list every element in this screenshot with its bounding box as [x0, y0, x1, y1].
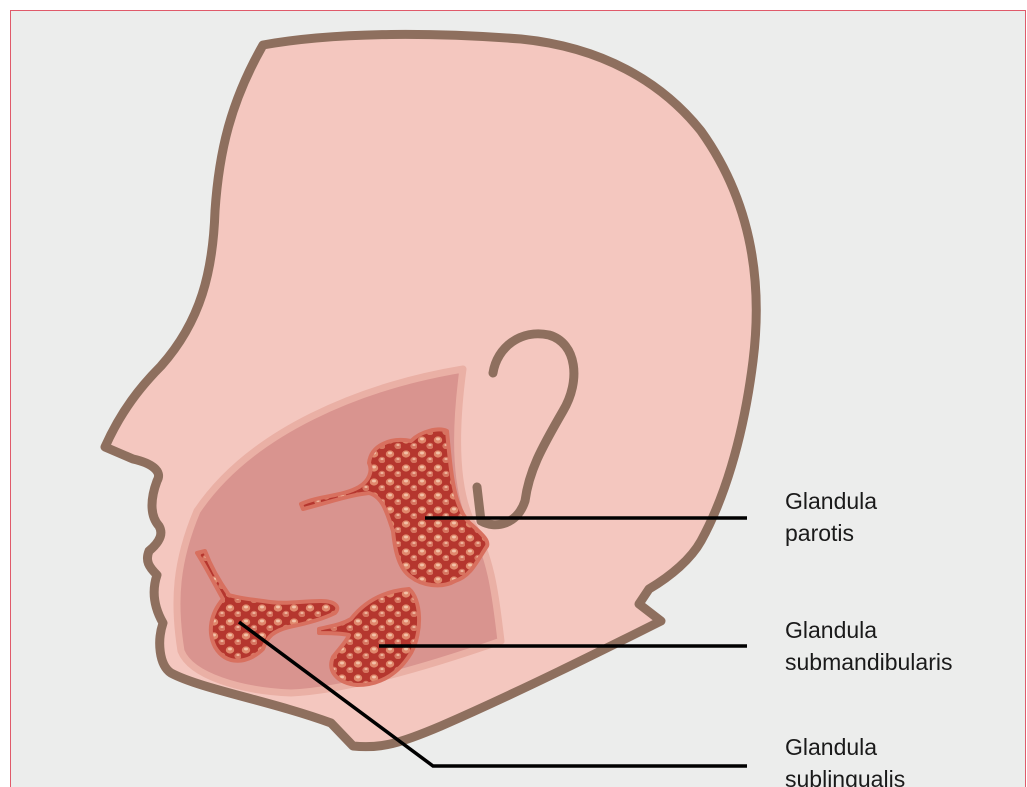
label-glandula-sublingualis: Glandula sublingualis: [785, 731, 905, 787]
label-parotis-line2: parotis: [785, 517, 877, 549]
label-parotis-line1: Glandula: [785, 485, 877, 517]
label-sublingualis-line2: sublingualis: [785, 763, 905, 787]
label-glandula-parotis: Glandula parotis: [785, 485, 877, 549]
label-sublingualis-line1: Glandula: [785, 731, 905, 763]
label-submandibularis-line1: Glandula: [785, 614, 952, 646]
diagram-frame: Glandula parotis Glandula submandibulari…: [10, 10, 1026, 787]
label-glandula-submandibularis: Glandula submandibularis: [785, 614, 952, 678]
label-submandibularis-line2: submandibularis: [785, 646, 952, 678]
